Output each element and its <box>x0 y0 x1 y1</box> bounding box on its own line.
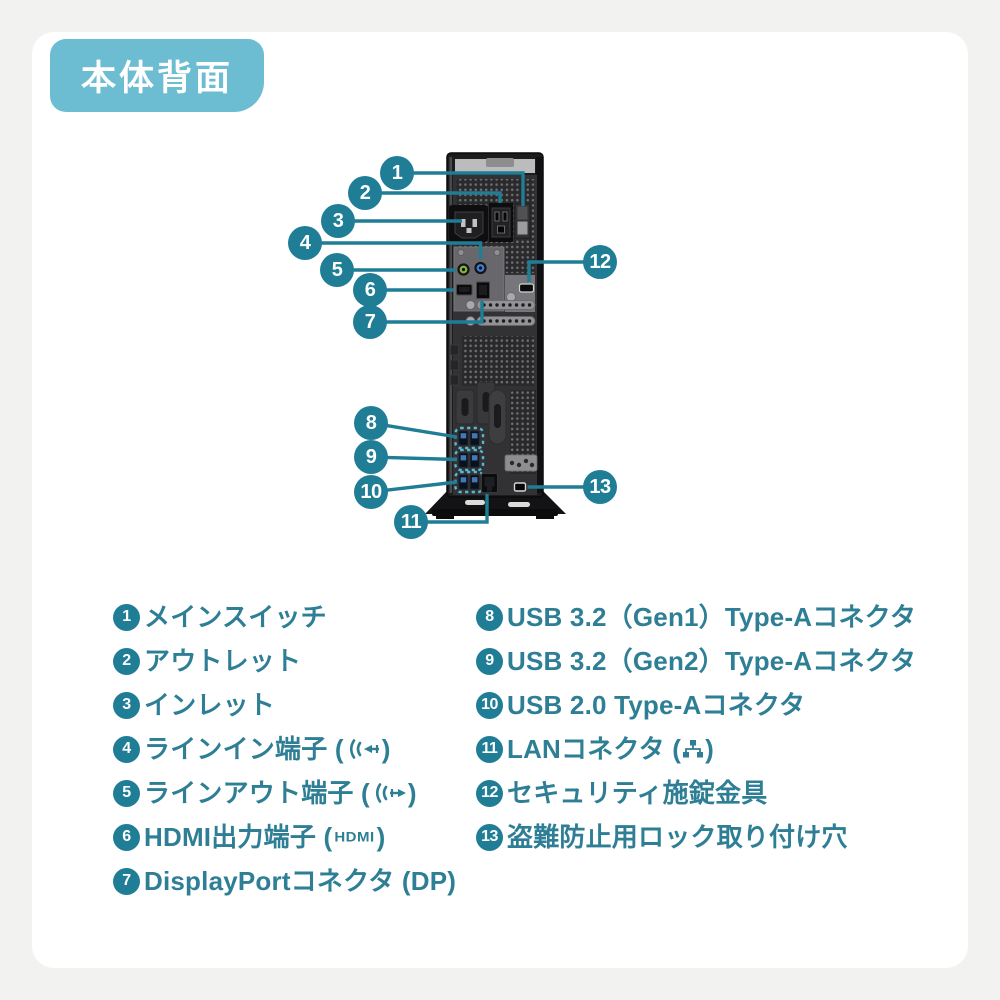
legend-item-security-bracket: 12 セキュリティ施錠金具 <box>476 771 916 815</box>
section-badge: 本体背面 <box>50 39 264 112</box>
legend-label: USB 3.2（Gen1）Type-Aコネクタ <box>507 602 917 632</box>
callout-1: 1 <box>380 156 414 190</box>
legend-item-usb-gen2: 9 USB 3.2（Gen2）Type-Aコネクタ <box>476 639 916 683</box>
callout-11: 11 <box>394 505 428 539</box>
legend-label: USB 3.2（Gen2）Type-Aコネクタ <box>507 646 917 676</box>
legend-num: 11 <box>476 735 503 763</box>
main-switch <box>514 203 531 239</box>
legend-label: USB 2.0 Type-Aコネクタ <box>507 690 806 720</box>
ac-inlet <box>449 205 488 242</box>
legend-item-usb-20: 10 USB 2.0 Type-Aコネクタ <box>476 683 916 727</box>
mid-vents <box>450 336 538 474</box>
legend-label: DisplayPortコネクタ (DP) <box>144 866 457 896</box>
legend-item-line-out: 5 ラインアウト端子 ( ) <box>113 771 456 815</box>
legend-num: 8 <box>476 603 503 631</box>
leader-lines <box>305 171 600 524</box>
legend-label: LANコネクタ ( <box>507 734 682 764</box>
line-in-jack <box>474 261 487 275</box>
legend-item-lan: 11 LANコネクタ ( ) <box>476 727 916 771</box>
legend-item-hdmi: 6 HDMI出力端子 ( HDMI ) <box>113 815 456 859</box>
callout-5: 5 <box>320 253 354 287</box>
line-in-icon <box>349 739 379 759</box>
legend-item-inlet: 3 インレット <box>113 683 456 727</box>
legend-label: ラインイン端子 ( <box>144 734 344 764</box>
legend-item-displayport: 7 DisplayPortコネクタ (DP) <box>113 859 456 903</box>
callout-10: 10 <box>354 475 388 509</box>
hdmi-port <box>456 284 473 296</box>
callout-7: 7 <box>353 305 387 339</box>
hdmi-logo-icon: HDMI <box>334 829 375 845</box>
callout-4: 4 <box>288 226 322 260</box>
legend-num: 3 <box>113 691 140 719</box>
callout-12: 12 <box>583 245 617 279</box>
legend-label: メインスイッチ <box>144 602 327 632</box>
lock-hole <box>513 482 527 492</box>
lan-icon <box>683 740 704 758</box>
legend-item-line-in: 4 ラインイン端子 ( ) <box>113 727 456 771</box>
legend-item-lock-hole: 13 盗難防止用ロック取り付け穴 <box>476 815 916 859</box>
line-out-jack <box>457 263 470 276</box>
legend-label-suffix: ) <box>381 734 391 764</box>
callout-13: 13 <box>583 470 617 504</box>
legend-item-usb-gen1: 8 USB 3.2（Gen1）Type-Aコネクタ <box>476 595 916 639</box>
legend-label: HDMI出力端子 ( <box>144 822 333 852</box>
callout-6: 6 <box>353 273 387 307</box>
legend-item-outlet: 2 アウトレット <box>113 639 456 683</box>
legend-num: 10 <box>476 691 503 719</box>
section-title: 本体背面 <box>80 59 233 98</box>
legend-label-suffix: ) <box>705 734 714 764</box>
legend-column-right: 8 USB 3.2（Gen1）Type-Aコネクタ 9 USB 3.2（Gen2… <box>476 595 916 859</box>
legend-num: 2 <box>113 647 140 675</box>
legend-num: 13 <box>476 823 503 851</box>
legend-label: 盗難防止用ロック取り付け穴 <box>507 822 848 852</box>
ac-outlet <box>489 203 513 242</box>
legend-label-suffix: ) <box>376 822 386 852</box>
legend-num: 12 <box>476 779 503 807</box>
callout-8: 8 <box>354 406 388 440</box>
legend-num: 4 <box>113 735 140 763</box>
callout-9: 9 <box>354 440 388 474</box>
legend-label: インレット <box>144 690 276 720</box>
callout-2: 2 <box>348 176 382 210</box>
legend-num: 6 <box>113 823 140 851</box>
legend-item-main-switch: 1 メインスイッチ <box>113 595 456 639</box>
legend-label: アウトレット <box>144 646 302 676</box>
callout-3: 3 <box>321 204 355 238</box>
lan-port <box>481 473 498 493</box>
legend-label-suffix: ) <box>407 778 417 808</box>
legend-column-left: 1 メインスイッチ 2 アウトレット 3 インレット 4 ラインイン端子 ( )… <box>113 595 456 903</box>
legend-num: 9 <box>476 647 503 675</box>
line-out-icon <box>375 783 406 803</box>
legend-num: 5 <box>113 779 140 807</box>
legend-num: 7 <box>113 867 140 895</box>
displayport <box>476 281 490 299</box>
legend-label: ラインアウト端子 ( <box>144 778 370 808</box>
legend-num: 1 <box>113 603 140 631</box>
legend-label: セキュリティ施錠金具 <box>507 778 768 808</box>
